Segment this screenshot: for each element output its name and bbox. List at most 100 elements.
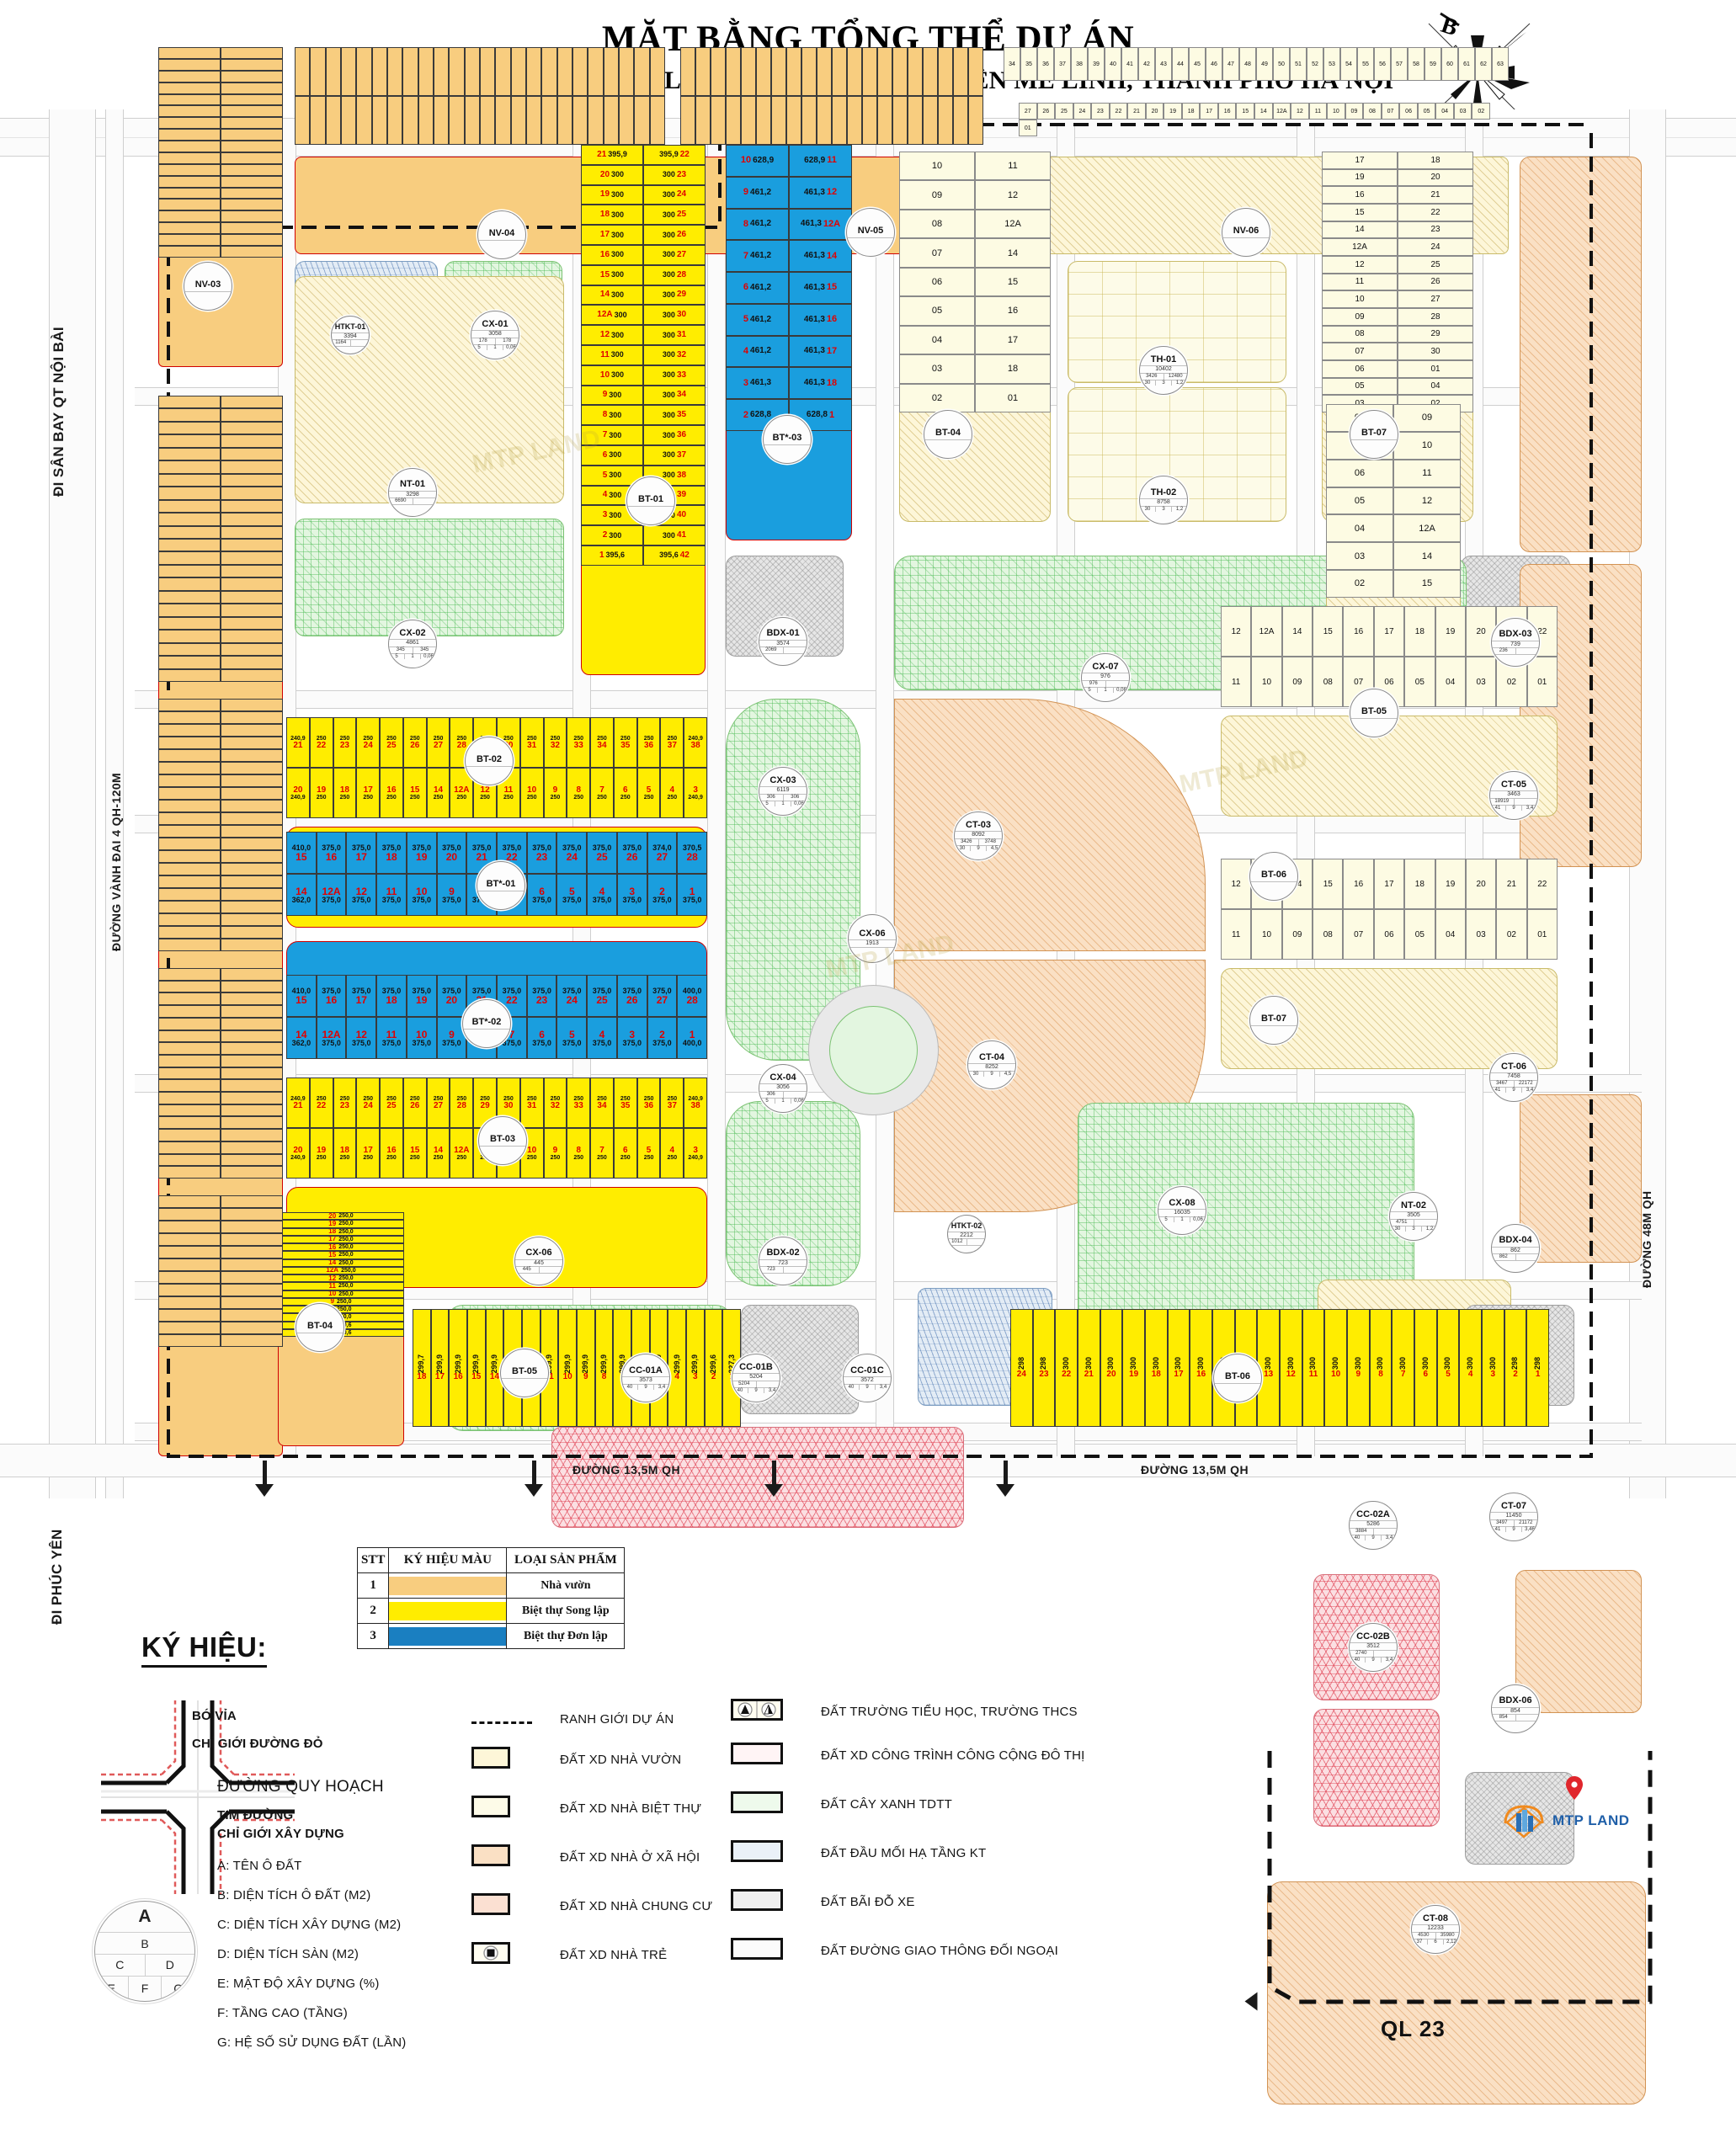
numbered-lot-06[interactable]: 06 — [1373, 909, 1405, 960]
numbered-lot-02[interactable]: 02 — [899, 383, 975, 412]
numbered-lot-14[interactable]: 14 — [1281, 606, 1313, 657]
numbered-lot-11[interactable]: 11 — [1322, 273, 1398, 291]
lot-strip-cell[interactable] — [649, 96, 665, 145]
lot-strip-cell[interactable] — [158, 175, 221, 188]
lot-strip-cell[interactable] — [158, 577, 221, 591]
lot-strip-cell[interactable] — [434, 47, 450, 96]
numbered-lot-40[interactable]: 40 — [1105, 47, 1121, 81]
lot-strip-cell[interactable] — [295, 96, 311, 145]
lot-strip-cell[interactable] — [295, 47, 311, 96]
lot-strip-cell[interactable] — [221, 1334, 283, 1347]
numbered-lot-03[interactable]: 03 — [1326, 542, 1393, 571]
numbered-lot-44[interactable]: 44 — [1172, 47, 1189, 81]
lot-strip-cell[interactable] — [923, 96, 938, 145]
numbered-lot-45[interactable]: 45 — [1189, 47, 1206, 81]
numbered-lot-27[interactable]: 27 — [1019, 103, 1037, 120]
lot-strip-cell[interactable] — [221, 1284, 283, 1296]
lot-strip-cell[interactable] — [449, 96, 465, 145]
lot-strip-cell[interactable] — [221, 152, 283, 164]
lot-strip-cell[interactable] — [221, 913, 283, 926]
numbered-lot-05[interactable]: 05 — [1326, 487, 1393, 515]
lot-strip-cell[interactable] — [158, 1195, 221, 1208]
numbered-lot-17[interactable]: 17 — [1322, 152, 1398, 169]
lot-strip-cell[interactable] — [221, 749, 283, 762]
lot-strip-cell[interactable] — [158, 1246, 221, 1258]
parcel-ct-09[interactable] — [1520, 157, 1642, 552]
lot-strip-cell[interactable] — [541, 96, 557, 145]
numbered-lot-19[interactable]: 19 — [1435, 606, 1466, 657]
lot-strip-cell[interactable] — [158, 737, 221, 749]
lot-strip-cell[interactable] — [221, 711, 283, 724]
lot-strip-cell[interactable] — [158, 1017, 221, 1030]
lot-strip-cell[interactable] — [158, 396, 221, 409]
lot-strip-cell[interactable] — [221, 564, 283, 578]
parcel-badge-bt-05[interactable]: BT-05 — [1350, 689, 1398, 737]
numbered-lot-57[interactable]: 57 — [1391, 47, 1408, 81]
numbered-lot-09[interactable]: 09 — [1281, 657, 1313, 707]
numbered-lot-01[interactable]: 01 — [1019, 120, 1037, 136]
lot-strip-cell[interactable] — [680, 47, 695, 96]
numbered-lot-38[interactable]: 38 — [1071, 47, 1088, 81]
numbered-lot-12[interactable]: 12 — [1291, 103, 1309, 120]
lot-strip-cell[interactable] — [877, 96, 892, 145]
parcel-ct-06[interactable] — [1520, 1094, 1642, 1263]
lot-strip-cell[interactable] — [221, 47, 283, 59]
lot-strip-cell[interactable] — [158, 434, 221, 448]
lot-strip-cell[interactable] — [158, 992, 221, 1006]
parcel-ct-03[interactable] — [894, 699, 1206, 951]
lot-strip-cell[interactable] — [158, 1221, 221, 1233]
lot-strip-cell[interactable] — [221, 577, 283, 591]
numbered-lot-61[interactable]: 61 — [1458, 47, 1475, 81]
lot-strip-cell[interactable] — [158, 421, 221, 435]
numbered-lot-16[interactable]: 16 — [1217, 103, 1237, 120]
lot-strip-cell[interactable] — [221, 1166, 283, 1179]
lot-strip-cell[interactable] — [158, 564, 221, 578]
lot-strip-cell[interactable] — [158, 1141, 221, 1154]
lot-strip-cell[interactable] — [158, 117, 221, 130]
lot-strip-cell[interactable] — [158, 1153, 221, 1167]
lot-strip-cell[interactable] — [221, 980, 283, 993]
lot-strip-cell[interactable] — [892, 96, 908, 145]
numbered-lot-21[interactable]: 21 — [1496, 859, 1527, 909]
lot-strip-cell[interactable] — [786, 96, 801, 145]
numbered-lot-09[interactable]: 09 — [899, 180, 975, 210]
lot-strip-cell[interactable] — [221, 163, 283, 176]
lot-strip-cell[interactable] — [464, 96, 480, 145]
lot-strip-cell[interactable] — [221, 421, 283, 435]
parcel-badge-nv-06[interactable]: NV-06 — [1222, 208, 1270, 257]
numbered-lot-10[interactable]: 10 — [1251, 657, 1282, 707]
